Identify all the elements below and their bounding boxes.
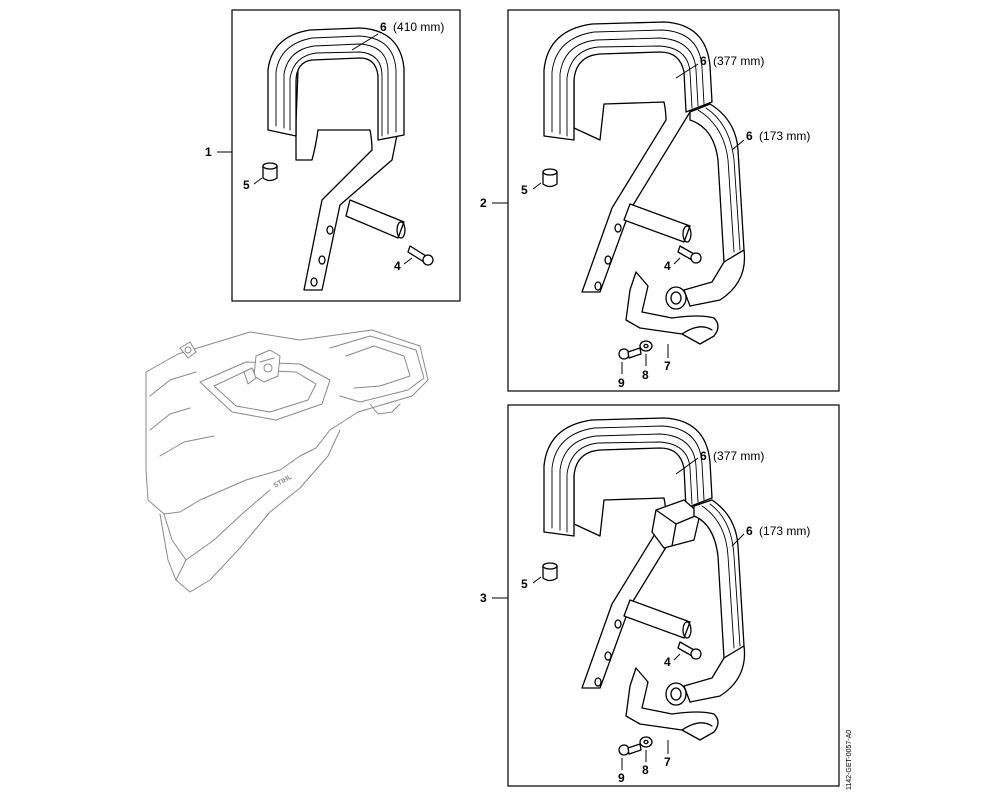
panel-2-callout-9: 9 — [618, 376, 625, 390]
panel-2-handlebar — [543, 21, 746, 345]
panel-3-callout-5: 5 — [521, 577, 528, 591]
panel-2-callout-7: 7 — [664, 359, 671, 373]
panel-3-callout-9: 9 — [618, 771, 625, 785]
panel-2-callout-6b: 6 (173 mm) — [746, 129, 810, 143]
panel-3-screw — [677, 641, 702, 660]
panel-3-screw-9 — [618, 743, 642, 756]
panel-3-callout-6b: 6 (173 mm) — [746, 524, 810, 538]
panel-2-callout-6a: 6 (377 mm) — [700, 54, 764, 68]
panel-3-index: 3 — [480, 591, 487, 605]
panel-3-frame — [507, 404, 840, 787]
panel-2-washer-8 — [639, 340, 653, 352]
panel-1-sleeve — [262, 162, 278, 182]
panel-1-frame — [231, 9, 461, 302]
panel-2-index: 2 — [480, 196, 487, 210]
panel-1-handlebar — [267, 27, 406, 291]
drawing-code: 1142-GET-0057-A0 — [846, 730, 853, 790]
panel-2-frame — [507, 9, 840, 392]
panel-3-washer-8 — [639, 736, 653, 748]
panel-3-callout-6a: 6 (377 mm) — [700, 449, 764, 463]
panel-1-index: 1 — [205, 145, 212, 159]
chainsaw-housing-illustration: STIHL — [145, 329, 429, 593]
brand-mark: STIHL — [273, 473, 295, 490]
panel-3-sleeve — [542, 562, 558, 582]
panel-2-screw — [677, 245, 702, 264]
panel-1-callout-5: 5 — [243, 178, 250, 192]
panel-1-callout-6: 6 (410 mm) — [380, 20, 444, 34]
panel-3-handlebar — [543, 417, 746, 741]
panel-3-callout-8: 8 — [642, 763, 649, 777]
panel-1-callout-4: 4 — [394, 259, 401, 273]
panel-2-callout-4: 4 — [664, 259, 671, 273]
panel-2-sleeve — [542, 168, 558, 188]
panel-1-screw — [407, 245, 434, 266]
panel-2-screw-9 — [618, 347, 642, 360]
panel-3-callout-4: 4 — [664, 655, 671, 669]
panel-2-callout-8: 8 — [642, 368, 649, 382]
panel-3-callout-7: 7 — [664, 755, 671, 769]
panel-2-callout-5: 5 — [521, 183, 528, 197]
